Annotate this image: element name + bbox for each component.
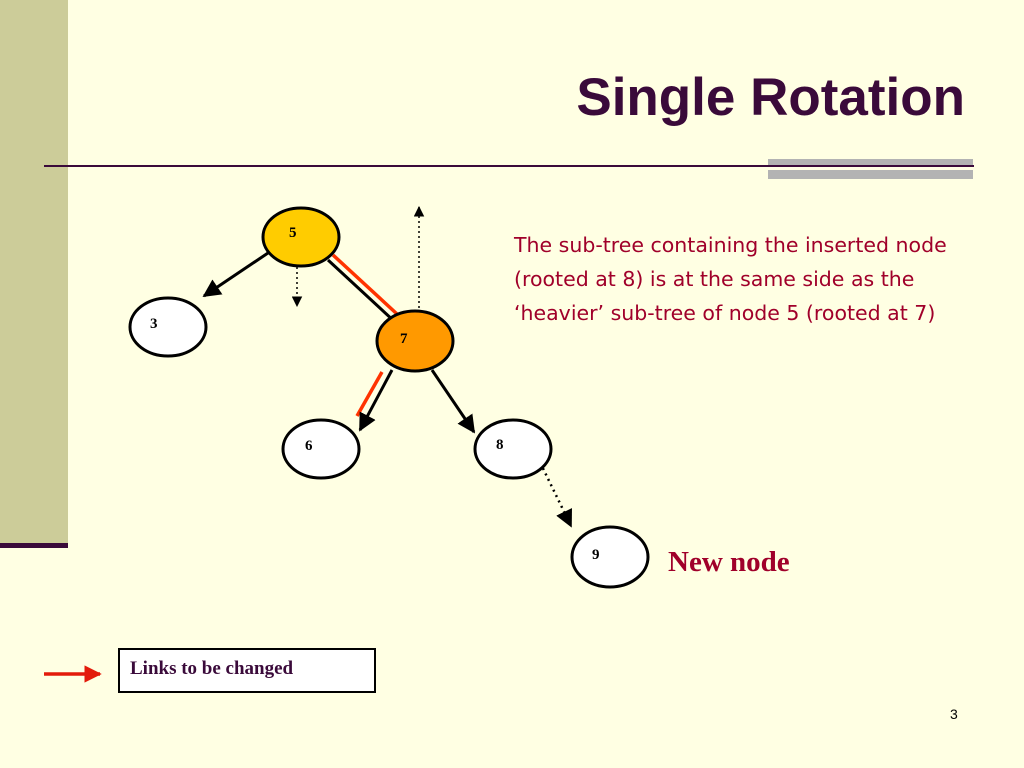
svg-text:9: 9 [592,547,600,563]
title-rule-accent [768,159,973,165]
edge-7-6 [358,369,394,432]
legend-box: Links to be changed [118,648,376,693]
svg-text:6: 6 [305,438,313,454]
new-node-label: New node [668,546,790,578]
tree-node: 7 [375,309,455,373]
edge-7-8 [430,369,476,434]
svg-text:3: 3 [150,316,158,332]
change-link-7-6 [355,371,384,417]
left-sidebar-accent [0,543,68,548]
tree-node: 9 [570,525,650,589]
svg-text:8: 8 [496,437,504,453]
change-link-5-7 [331,253,399,316]
title-rule-accent [768,170,973,179]
tree-node: 3 [128,296,208,358]
tree-node: 8 [473,418,553,480]
edge-5-3 [202,251,269,298]
legend-label: Links to be changed [130,658,294,679]
title-rule [44,165,974,167]
page-number: 3 [950,706,958,722]
left-sidebar-band [0,0,68,548]
explanation-text: The sub-tree containing the inserted nod… [514,233,947,325]
svg-text:5: 5 [289,225,297,241]
tree-node: 5 [261,206,341,268]
tree-node: 6 [281,418,361,480]
edge-5-7 [326,258,397,324]
slide-title: Single Rotation [576,68,965,127]
svg-text:7: 7 [400,331,408,347]
